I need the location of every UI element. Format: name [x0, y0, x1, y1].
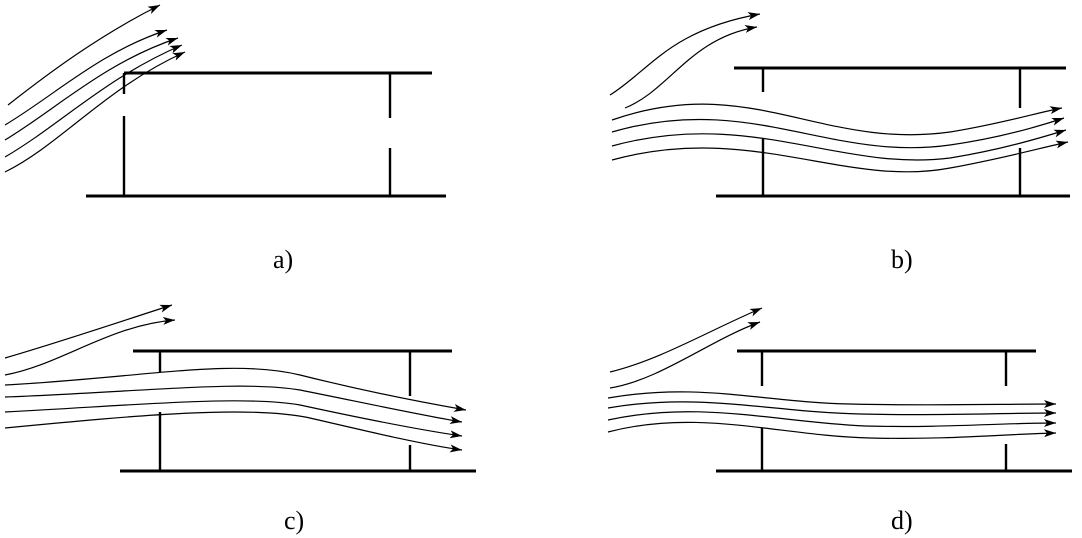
panel-d — [607, 307, 1072, 473]
panel-b-streamline-arrow-6 — [611, 140, 1069, 173]
panel-d-streamline-arrow-4 — [607, 401, 1057, 418]
panel-d-streamline-arrow-5 — [607, 411, 1057, 428]
panel-c-caption: c) — [284, 506, 305, 535]
panel-b-streamline-arrow-1 — [609, 12, 761, 96]
panel-b-caption: b) — [891, 245, 913, 274]
panel-a-streamlines — [4, 4, 186, 173]
panel-a-streamline-arrow-4 — [4, 44, 183, 158]
panel-b-streamline-arrow-4 — [611, 117, 1065, 149]
panel-b-streamline-arrow-5 — [611, 129, 1067, 161]
panel-d-streamline-arrow-2 — [609, 321, 761, 389]
panel-d-streamline-arrow-6 — [607, 421, 1057, 440]
panel-d-streamlines — [607, 307, 1057, 440]
panel-d-streamline-arrow-1 — [609, 307, 763, 373]
panel-d-streamline-arrow-3 — [607, 391, 1057, 409]
panel-b — [609, 12, 1070, 198]
panel-c-streamline-arrow-2 — [4, 316, 176, 376]
panel-a-caption: a) — [273, 245, 294, 274]
panel-c-streamline-arrow-5 — [4, 400, 463, 439]
panel-a-streamline-arrow-1 — [7, 4, 161, 106]
panel-c-streamline-arrow-4 — [4, 385, 463, 424]
panel-a-streamline-arrow-2 — [4, 29, 168, 126]
panel-b-streamline-arrow-3 — [611, 103, 1063, 136]
panel-c-streamline-arrow-6 — [4, 411, 463, 453]
panel-c-streamlines — [4, 304, 467, 453]
panel-a-streamline-arrow-5 — [4, 51, 186, 173]
panel-a-streamline-arrow-3 — [4, 37, 179, 141]
panel-b-streamlines — [609, 12, 1069, 173]
panel-b-streamline-arrow-2 — [624, 25, 758, 109]
panel-a — [4, 4, 446, 198]
panel-c-streamline-arrow-1 — [4, 304, 173, 359]
panel-c — [4, 304, 476, 473]
panel-c-streamline-arrow-3 — [4, 367, 467, 412]
panel-d-caption: d) — [891, 506, 913, 535]
